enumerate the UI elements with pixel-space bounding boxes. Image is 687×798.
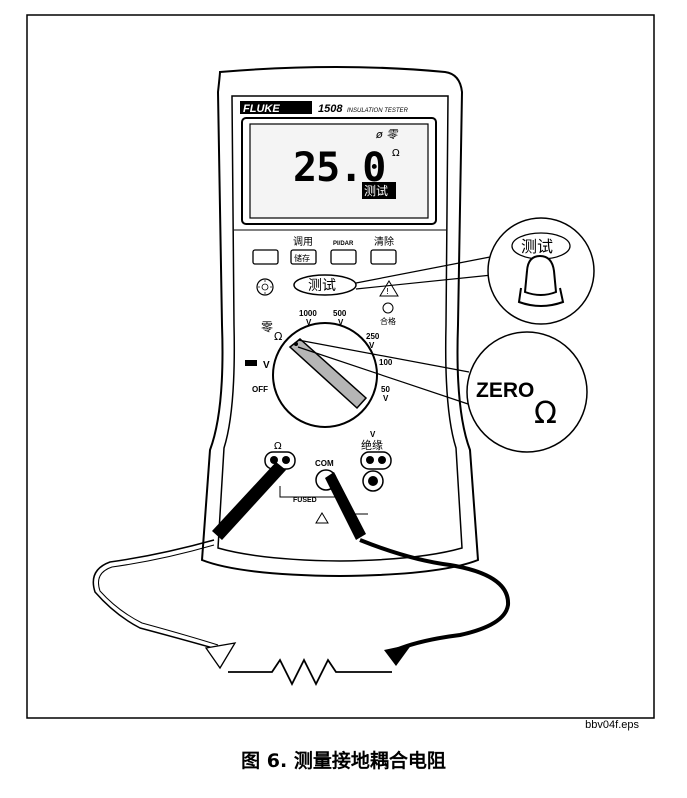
insul-jack-top[interactable] [360,451,392,470]
dial-50-unit: V [383,394,389,403]
dial-zero-label: 零 [261,320,273,334]
pass-indicator [382,302,394,314]
dial-50-label: 50 [381,385,390,394]
test-button-label: 测试 [308,278,336,294]
insul-jack-main-hole [368,476,378,486]
meter: FLUKE 1508 INSULATION TESTER ø 零 25.0 Ω … [200,66,480,578]
dial-1000-unit: V [306,318,312,327]
resistor-symbol [228,657,392,687]
warning-icon [379,280,399,297]
zero-label: ZERO [476,379,534,402]
rotary-pointer [288,338,368,410]
test-callout-label: 测试 [521,237,553,256]
zero-callout: ZERO Ω [297,331,588,453]
model-description: INSULATION TESTER [347,108,409,114]
ohm-jack-label: Ω [274,441,282,452]
store-label: 储存 [294,253,310,263]
dial-100-label: 100 [379,358,393,367]
insul-label: 绝缘 [361,438,383,452]
zero-callout-circle [466,331,588,453]
dial-250-label: 250 [366,332,380,341]
lcd-test-label: 测试 [364,183,388,198]
brand-strip [240,101,312,114]
pass-label: 合格 [380,316,396,326]
lcd-indicator: ø 零 [375,128,399,141]
warning-mark: ! [386,287,389,296]
backlight-rays [258,280,272,294]
dial-volt-label: V [263,360,270,371]
dial-off-label: OFF [252,385,268,394]
brand-logo: FLUKE [243,103,280,115]
insul-jack-hole-1 [366,456,374,464]
test-button[interactable] [293,274,357,296]
finger-base [517,287,565,307]
recall-label: 调用 [293,236,313,248]
white-lead-arrow [204,642,237,670]
insul-jack-hole-2 [378,456,386,464]
recall-store-button[interactable] [290,249,317,265]
black-lead-wire [359,538,511,652]
figure-file-id: bbv04f.eps [585,719,639,731]
battery-icon [245,360,257,366]
jack-warning-icon [315,512,329,524]
white-lead-wire-inner [98,544,219,646]
zero-ohm-symbol: Ω [534,396,557,431]
dial-ohm-label: Ω [274,330,282,343]
white-lead-body [212,462,286,540]
lcd-screen [249,123,429,219]
dial-500-unit: V [338,318,344,327]
dial-250-unit: V [369,341,375,350]
black-lead-arrow [384,644,412,666]
clear-button[interactable] [370,249,397,265]
fused-label: FUSED [293,497,317,504]
model-number: 1508 [318,103,343,115]
button-1[interactable] [252,249,279,265]
figure-caption: 图 6. 测量接地耦合电阻 [241,750,446,772]
ohm-jack-hole-2 [282,456,290,464]
finger-press-icon [523,254,558,296]
backlight-icon [261,283,269,291]
backlight-button[interactable] [256,278,274,296]
insul-v-label: V [370,430,376,439]
rotary-pointer-dot [294,342,298,346]
meter-inner-case [217,95,463,562]
com-jack-label: COM [315,459,334,468]
figure-frame [26,14,655,719]
test-button-callout: 测试 [355,217,595,325]
white-lead-wire [92,539,221,651]
lcd-test-badge [362,182,396,199]
pi-dar-label: PI/DAR [333,241,354,247]
dial-1000-label: 1000 [299,309,317,318]
lcd-unit: Ω [392,148,400,159]
dial-500-label: 500 [333,309,347,318]
black-lead-body [325,472,366,540]
test-leads [92,462,511,670]
clear-label: 清除 [374,235,394,248]
pi-dar-button[interactable] [330,249,357,265]
